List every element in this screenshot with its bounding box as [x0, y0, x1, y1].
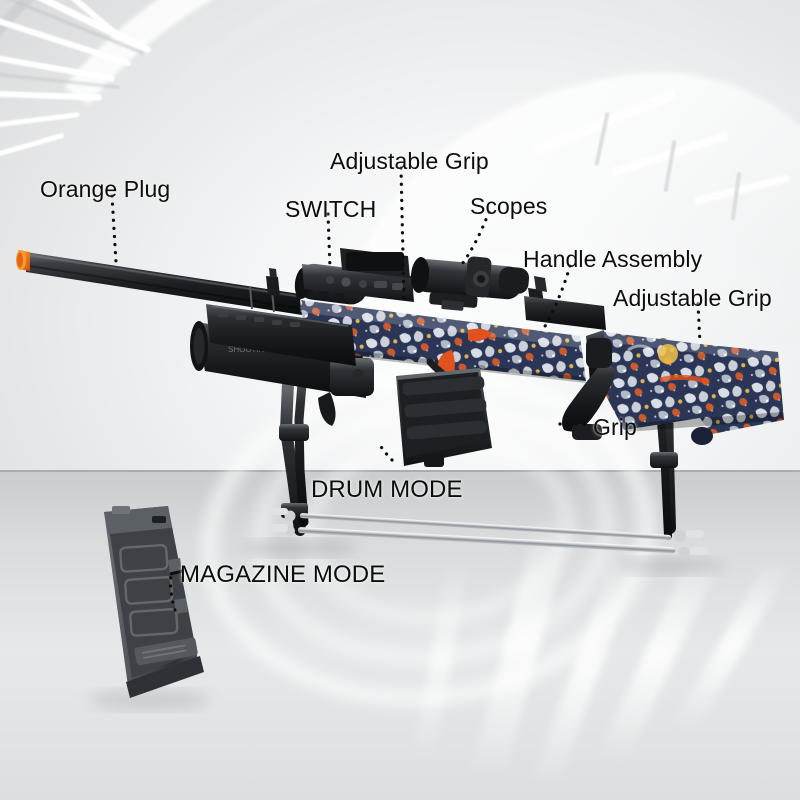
leader-switch	[326, 212, 332, 270]
bipod-shadow-left	[242, 539, 358, 557]
leader-adjustable-grip-1	[399, 166, 406, 302]
leader-magazine-mode	[168, 572, 177, 612]
switch-button-3	[359, 280, 367, 288]
bipod-rod-upper	[299, 513, 672, 540]
drum-magazine	[396, 368, 492, 467]
suppressor-barrel	[16, 250, 302, 315]
leader-drum-mode	[376, 440, 394, 462]
leader-orange-plug	[110, 194, 118, 264]
label-magazine-mode: MAGAZINE MODE	[180, 561, 386, 588]
bipod-shadow-right	[620, 557, 724, 575]
label-orange-plug: Orange Plug	[40, 176, 171, 202]
red-dot-sight	[302, 248, 414, 302]
magazine-shadow	[90, 689, 210, 711]
label-handle-assembly: Handle Assembly	[523, 246, 703, 272]
grip-lower	[562, 360, 616, 432]
bipod-rod-lower	[297, 527, 676, 554]
leader-magazine-arrow	[169, 569, 184, 576]
magazine-baseplate	[126, 656, 204, 698]
leader-lines	[110, 166, 702, 612]
switch-button-2	[341, 277, 351, 287]
switch-button-1	[326, 276, 334, 284]
leader-scopes	[457, 210, 491, 270]
orange-plug-tip	[16, 250, 30, 271]
label-adjustable-grip-2: Adjustable Grip	[613, 285, 772, 311]
telescopic-scope	[410, 256, 530, 311]
label-adjustable-grip-1: Adjustable Grip	[330, 148, 489, 174]
adjustable-stock	[562, 330, 784, 445]
label-switch: SWITCH	[285, 196, 377, 222]
label-grip: Grip	[593, 414, 637, 440]
leader-adjustable-grip-2	[696, 302, 702, 346]
floor-wall-joint	[0, 470, 800, 472]
box-magazine	[104, 506, 204, 698]
label-drum-mode: DRUM MODE	[311, 476, 463, 503]
label-scopes: Scopes	[470, 193, 548, 219]
stock-sling-hole	[691, 427, 713, 445]
selector-lever	[468, 328, 492, 342]
